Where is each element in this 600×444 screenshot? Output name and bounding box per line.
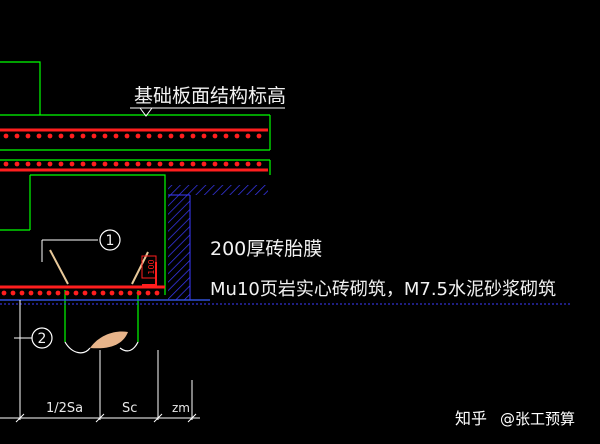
rebar-dot: [14, 133, 20, 139]
rebar-dot: [82, 290, 88, 296]
rebar-dot: [179, 133, 185, 139]
rebar-dot: [245, 133, 251, 139]
rebar-dot: [80, 161, 86, 167]
rebar-dot: [91, 161, 97, 167]
rebar-dot: [190, 133, 196, 139]
rebar-dot: [102, 161, 108, 167]
rebar-dot: [91, 290, 97, 296]
pile: [64, 331, 139, 354]
rebar-dot: [127, 290, 133, 296]
callout-2: 2: [14, 327, 53, 349]
watermark: 知乎 @张工预算: [455, 409, 575, 428]
box-label: 100: [147, 259, 156, 274]
watermark-brand: 知乎: [455, 409, 487, 428]
callout-2-number: 2: [38, 331, 47, 347]
rebar-dot: [64, 290, 70, 296]
rebar-dot: [19, 290, 25, 296]
rebar-dot: [36, 161, 42, 167]
rebar-dot: [10, 290, 16, 296]
rebar-dot: [201, 161, 207, 167]
rebar-dot: [113, 161, 119, 167]
rebar-dot: [58, 133, 64, 139]
callout-1: 1: [41, 229, 121, 262]
rebar-dot: [157, 133, 163, 139]
rebar-dot: [256, 133, 262, 139]
rebar-dot: [145, 290, 151, 296]
elevation-marker: [130, 107, 285, 117]
rebar-dot: [256, 161, 262, 167]
rebar-dot: [118, 290, 124, 296]
rebar-dot: [3, 161, 9, 167]
rebar-dot: [168, 133, 174, 139]
rebar-dot: [212, 133, 218, 139]
rebar-dot: [154, 290, 160, 296]
rebar-dot: [157, 161, 163, 167]
brick-membrane-hatch: [0, 185, 570, 305]
rebar-top: [0, 128, 268, 172]
rebar-dot: [146, 161, 152, 167]
rebar-dot: [223, 133, 229, 139]
dimension-lines: [0, 300, 200, 423]
rebar-dot: [245, 161, 251, 167]
rebar-dot: [234, 133, 240, 139]
rebar-dot: [168, 161, 174, 167]
rebar-dot: [47, 161, 53, 167]
masonry-label: Mu10页岩实心砖砌筑，M7.5水泥砂浆砌筑: [210, 279, 556, 300]
rebar-dot: [28, 290, 34, 296]
membrane-label: 200厚砖胎膜: [210, 238, 322, 260]
rebar-dot: [223, 161, 229, 167]
rebar-dot: [212, 161, 218, 167]
rebar-dot: [234, 161, 240, 167]
rebar-dot: [47, 133, 53, 139]
rebar-dot: [91, 133, 97, 139]
rebar-dot: [69, 133, 75, 139]
dimension-box-100: 100: [141, 255, 157, 279]
rebar-dot: [124, 161, 130, 167]
rebar-dot: [102, 133, 108, 139]
dim-label-left: 1/2Sa: [46, 401, 83, 416]
rebar-dot: [14, 161, 20, 167]
rebar-dot: [58, 161, 64, 167]
elevation-label: 基础板面结构标高: [134, 85, 286, 107]
rebar-dot: [73, 290, 79, 296]
rebar-dot: [113, 133, 119, 139]
rebar-dot: [37, 290, 43, 296]
rebar-dot: [69, 161, 75, 167]
rebar-dot: [179, 161, 185, 167]
rebar-dot: [109, 290, 115, 296]
rebar-bottom: [0, 249, 165, 296]
rebar-dot: [135, 133, 141, 139]
rebar-dot: [80, 133, 86, 139]
rebar-dot: [124, 133, 130, 139]
rebar-dot: [36, 133, 42, 139]
rebar-dot: [1, 290, 7, 296]
rebar-dot: [190, 161, 196, 167]
rebar-dot: [136, 290, 142, 296]
rebar-dot: [46, 290, 52, 296]
callout-1-number: 1: [106, 233, 115, 249]
rebar-dot: [146, 133, 152, 139]
watermark-author: @张工预算: [500, 410, 575, 428]
rebar-dot: [55, 290, 61, 296]
rebar-dot: [100, 290, 106, 296]
rebar-dot: [25, 161, 31, 167]
rebar-dot: [135, 161, 141, 167]
dim-label-right: zm: [172, 401, 190, 415]
rebar-dot: [201, 133, 207, 139]
rebar-dot: [25, 133, 31, 139]
dim-label-mid: Sc: [122, 401, 137, 416]
rebar-dot: [3, 133, 9, 139]
